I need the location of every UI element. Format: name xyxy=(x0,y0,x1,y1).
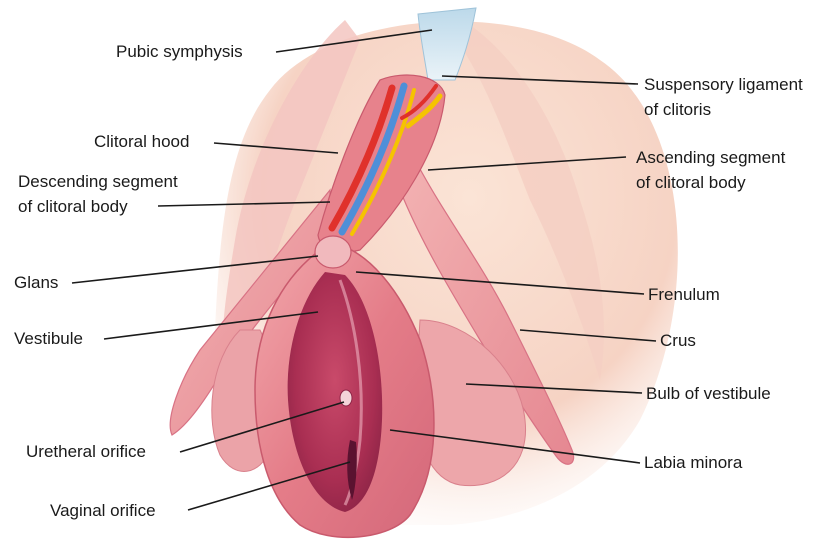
urethral-orifice-shape xyxy=(340,390,352,406)
label-descending-segment-1: Descending segment xyxy=(18,172,178,191)
label-ascending-segment-1: Ascending segment xyxy=(636,148,786,167)
label-frenulum: Frenulum xyxy=(648,285,720,304)
label-uretheral-orifice: Uretheral orifice xyxy=(26,442,146,461)
label-ascending-segment-2: of clitoral body xyxy=(636,173,746,192)
label-pubic-symphysis: Pubic symphysis xyxy=(116,42,243,61)
label-suspensory-ligament-1: Suspensory ligament xyxy=(644,75,803,94)
label-vestibule: Vestibule xyxy=(14,329,83,348)
label-clitoral-hood: Clitoral hood xyxy=(94,132,189,151)
label-vaginal-orifice: Vaginal orifice xyxy=(50,501,156,520)
label-labia-minora: Labia minora xyxy=(644,453,743,472)
label-crus: Crus xyxy=(660,331,696,350)
label-bulb-of-vestibule: Bulb of vestibule xyxy=(646,384,771,403)
label-descending-segment-2: of clitoral body xyxy=(18,197,128,216)
glans-shape xyxy=(315,236,351,268)
label-suspensory-ligament-2: of clitoris xyxy=(644,100,711,119)
label-glans: Glans xyxy=(14,273,58,292)
